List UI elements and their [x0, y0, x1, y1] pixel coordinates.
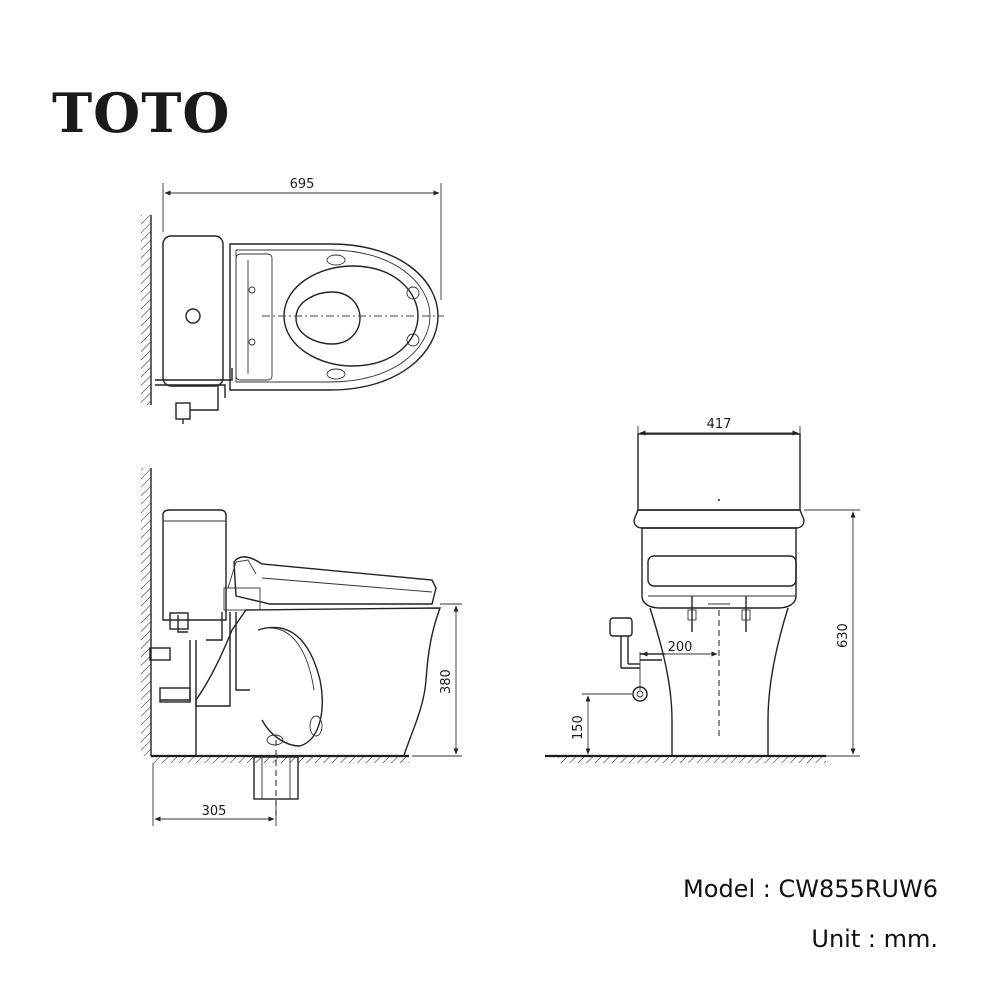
angle-valve-side [169, 612, 189, 630]
bowl-opening [295, 291, 361, 345]
dim-top-length: 695 [290, 177, 315, 192]
lid-front [647, 555, 797, 587]
model-note: Model : CW855RUW6 [683, 875, 938, 903]
seat-hinge [235, 253, 273, 381]
dim-supply-offset: 200 [668, 640, 693, 655]
dim-rough-in: 305 [202, 804, 227, 819]
power-cord [190, 385, 219, 411]
pedestal-front [649, 607, 789, 756]
dim-front-width: 417 [707, 417, 732, 432]
seat-front [641, 527, 797, 609]
seat-outer [229, 243, 439, 391]
dim-supply-height: 150 [571, 715, 586, 740]
unit-note: Unit : mm. [811, 925, 938, 953]
top-view: 695 [141, 177, 444, 424]
trapway [257, 626, 323, 747]
tank-front [637, 433, 801, 511]
tank-top [162, 235, 224, 387]
brand-logo: TOTO [52, 81, 230, 145]
dim-front-height: 630 [836, 623, 851, 648]
wall-hatch-side [141, 468, 151, 756]
tank-side [162, 509, 227, 621]
bowl-side [195, 607, 442, 757]
dim-seat-height: 380 [439, 669, 454, 694]
angle-valve-front [609, 617, 633, 637]
waste-pipe [253, 756, 299, 800]
wall-hatch [141, 215, 151, 405]
flush-button [185, 308, 201, 324]
power-plug [175, 402, 191, 420]
supply-valve [632, 686, 648, 702]
front-view: 417 200 150 [545, 417, 860, 763]
seat-side [233, 556, 437, 605]
side-view: 380 305 [141, 468, 462, 826]
